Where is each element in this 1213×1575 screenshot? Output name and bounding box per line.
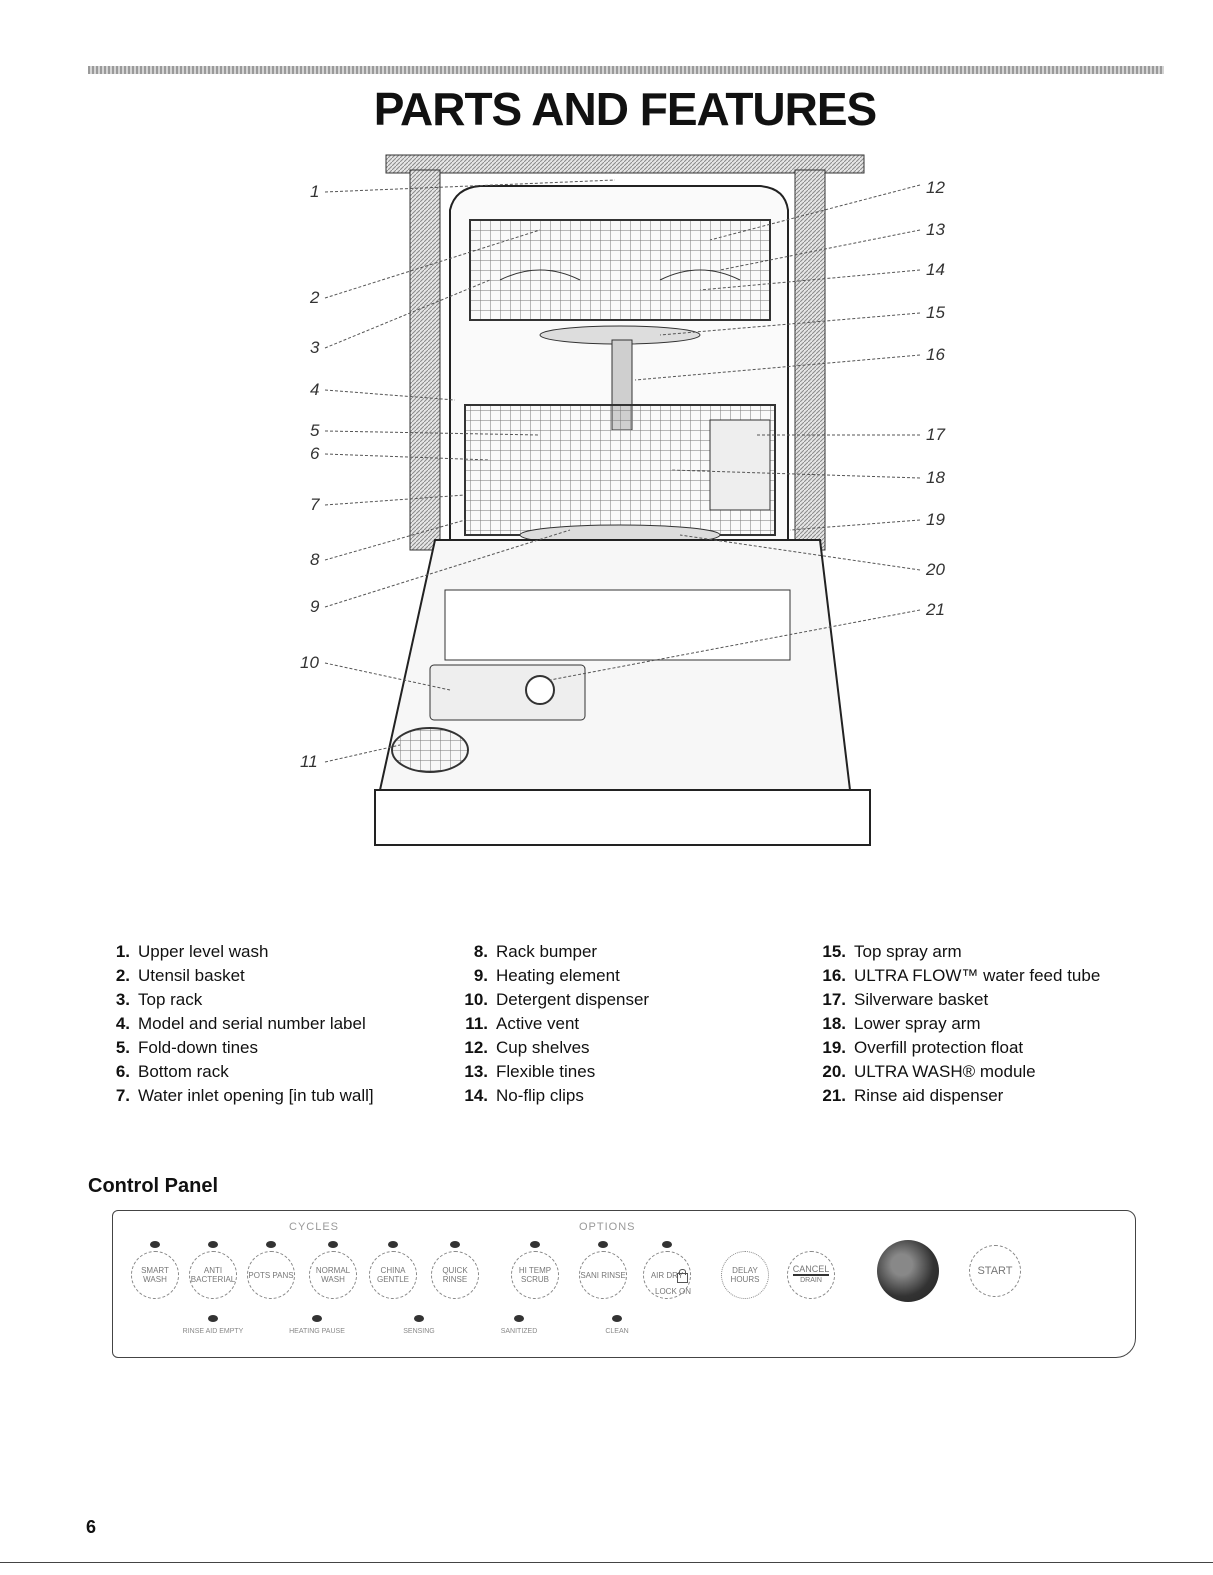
- indicator-light: [266, 1241, 276, 1248]
- cycle-button-anti-bacterial: ANTI BACTERIAL: [189, 1241, 237, 1299]
- cycle-button-china-gentle: CHINA GENTLE: [369, 1241, 417, 1299]
- list-item: 11.Active vent: [465, 1014, 580, 1033]
- top-rule: [88, 66, 1164, 74]
- cycle-button-smart-wash: SMART WASH: [131, 1241, 179, 1299]
- callout-6: 6: [310, 444, 320, 463]
- dial-knob: [877, 1240, 939, 1302]
- indicator-light: [514, 1315, 524, 1322]
- callout-18: 18: [926, 468, 945, 487]
- callout-10: 10: [300, 653, 319, 672]
- cycle-button-pots-pans: POTS PANS: [247, 1241, 295, 1299]
- list-item: 4.Model and serial number label: [115, 1014, 366, 1033]
- control-panel-illustration: CYCLES OPTIONS SMART WASH ANTI BACTERIAL…: [112, 1210, 1136, 1358]
- indicator-light: [414, 1315, 424, 1322]
- parts-list-col-2: 8.Rack bumper 9.Heating element 10.Deter…: [458, 940, 649, 1108]
- option-button-air-dry: AIR DRY: [643, 1241, 691, 1299]
- delay-hours-button: DELAY HOURS: [721, 1251, 769, 1299]
- indicator-light: [208, 1241, 218, 1248]
- cycles-group-label: CYCLES: [289, 1221, 340, 1233]
- callout-4: 4: [310, 380, 320, 399]
- callout-17: 17: [926, 425, 945, 444]
- cycle-button-normal-wash: NORMAL WASH: [309, 1241, 357, 1299]
- indicator-light: [328, 1241, 338, 1248]
- option-button-hi-temp-scrub: HI TEMP SCRUB: [511, 1241, 559, 1299]
- bottom-rule: [0, 1562, 1213, 1563]
- start-button: START: [969, 1245, 1021, 1297]
- callout-5: 5: [310, 421, 320, 440]
- callout-1: 1: [310, 182, 320, 201]
- indicator-heating-pause: HEATING PAUSE: [267, 1315, 367, 1335]
- callout-19: 19: [926, 510, 945, 529]
- list-item: 14.No-flip clips: [464, 1086, 584, 1105]
- callout-15: 15: [926, 303, 945, 322]
- indicator-light: [388, 1241, 398, 1248]
- list-item: 10.Detergent dispenser: [464, 990, 650, 1009]
- list-item: 21.Rinse aid dispenser: [822, 1086, 1004, 1105]
- parts-list-col-1: 1.Upper level wash 2.Utensil basket 3.To…: [100, 940, 374, 1108]
- callout-13: 13: [926, 220, 945, 239]
- callout-16: 16: [926, 345, 945, 364]
- lock-indicator: LOCK ON: [655, 1269, 691, 1296]
- list-item: 1.Upper level wash: [115, 942, 269, 961]
- control-panel-heading: Control Panel: [88, 1175, 219, 1197]
- list-item: 8.Rack bumper: [473, 942, 598, 961]
- list-item: 3.Top rack: [115, 990, 203, 1009]
- indicator-light: [598, 1241, 608, 1248]
- callout-14: 14: [926, 260, 945, 279]
- callout-11: 11: [300, 752, 318, 771]
- list-item: 12.Cup shelves: [464, 1038, 590, 1057]
- callout-21: 21: [926, 600, 945, 619]
- callout-9: 9: [310, 597, 320, 616]
- indicator-light: [530, 1241, 540, 1248]
- padlock-icon: [677, 1269, 688, 1283]
- page-number: 6: [86, 1517, 97, 1537]
- indicator-light: [662, 1241, 672, 1248]
- indicator-sensing: SENSING: [369, 1315, 469, 1335]
- list-item: 19.Overfill protection float: [822, 1038, 1024, 1057]
- options-group-label: OPTIONS: [579, 1221, 636, 1233]
- indicator-light: [208, 1315, 218, 1322]
- list-item: 6.Bottom rack: [115, 1062, 229, 1081]
- indicator-light: [150, 1241, 160, 1248]
- callout-12: 12: [926, 178, 945, 197]
- indicator-light: [312, 1315, 322, 1322]
- list-item: 2.Utensil basket: [115, 966, 245, 985]
- list-item: 5.Fold-down tines: [115, 1038, 259, 1057]
- list-item: 7.Water inlet opening [in tub wall]: [115, 1086, 374, 1105]
- indicator-light: [450, 1241, 460, 1248]
- dishwasher-illustration: [324, 154, 921, 846]
- list-item: 17.Silverware basket: [822, 990, 989, 1009]
- callout-7: 7: [310, 495, 320, 514]
- callout-20: 20: [926, 560, 945, 579]
- list-item: 16.ULTRA FLOW™ water feed tube: [822, 966, 1101, 985]
- parts-list-col-3: 15.Top spray arm 16.ULTRA FLOW™ water fe…: [816, 940, 1100, 1108]
- callout-8: 8: [310, 550, 320, 569]
- indicator-sanitized: SANITIZED: [469, 1315, 569, 1335]
- callout-2: 2: [310, 288, 320, 307]
- page-title: PARTS AND FEATURES: [373, 83, 878, 135]
- list-item: 15.Top spray arm: [822, 942, 962, 961]
- list-item: 18.Lower spray arm: [822, 1014, 981, 1033]
- list-item: 13.Flexible tines: [464, 1062, 596, 1081]
- list-item: 9.Heating element: [473, 966, 620, 985]
- indicator-clean: CLEAN: [567, 1315, 667, 1335]
- cycle-button-quick-rinse: QUICK RINSE: [431, 1241, 479, 1299]
- list-item: 20.ULTRA WASH® module: [822, 1062, 1036, 1081]
- dishwasher-diagram: 1 2 3 4 5 6 7 8 9 10 11 12 13 14 15 16 1…: [240, 150, 1000, 850]
- callout-3: 3: [310, 338, 320, 357]
- option-button-sani-rinse: SANI RINSE: [579, 1241, 627, 1299]
- indicator-rinse-aid-empty: RINSE AID EMPTY: [163, 1315, 263, 1335]
- indicator-light: [612, 1315, 622, 1322]
